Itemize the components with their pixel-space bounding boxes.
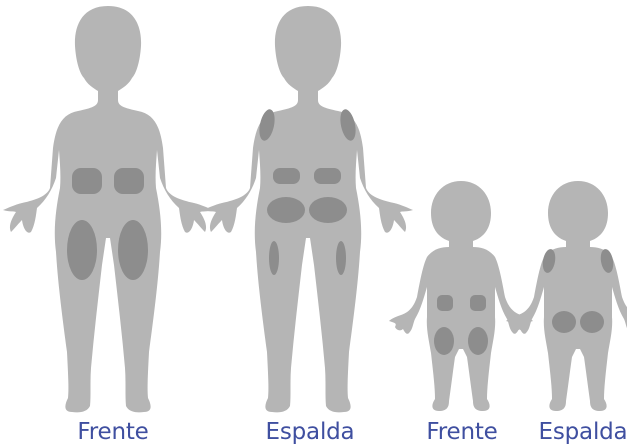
abdomen-zone-right (114, 168, 144, 194)
abdomen-zone-left (72, 168, 102, 194)
thigh-zone-left (67, 220, 97, 280)
lower-back-zone-right (314, 168, 341, 184)
lower-back-zone-left (273, 168, 300, 184)
buttock-zone-right (309, 197, 347, 223)
child-back-silhouette (506, 181, 627, 411)
caption-child-back: Espalda (539, 418, 627, 447)
child-buttock-zone-right (580, 311, 604, 333)
caption-adult-front: Frente (77, 418, 148, 447)
outer-thigh-zone-right (336, 241, 346, 275)
adult-front-silhouette (3, 6, 213, 412)
caption-child-front: Frente (426, 418, 497, 447)
child-front-figure (389, 181, 533, 411)
child-front-silhouette (389, 181, 533, 411)
caption-adult-back: Espalda (266, 418, 355, 447)
child-back-figure (506, 181, 627, 411)
adult-front-figure (3, 6, 213, 412)
thigh-zone-right (118, 220, 148, 280)
adult-back-figure (203, 6, 413, 412)
child-abdomen-zone-left (437, 295, 453, 311)
child-abdomen-zone-right (470, 295, 486, 311)
adult-back-silhouette (203, 6, 413, 412)
child-thigh-zone-left (434, 327, 454, 355)
child-buttock-zone-left (552, 311, 576, 333)
child-thigh-zone-right (468, 327, 488, 355)
outer-thigh-zone-left (269, 241, 279, 275)
buttock-zone-left (267, 197, 305, 223)
